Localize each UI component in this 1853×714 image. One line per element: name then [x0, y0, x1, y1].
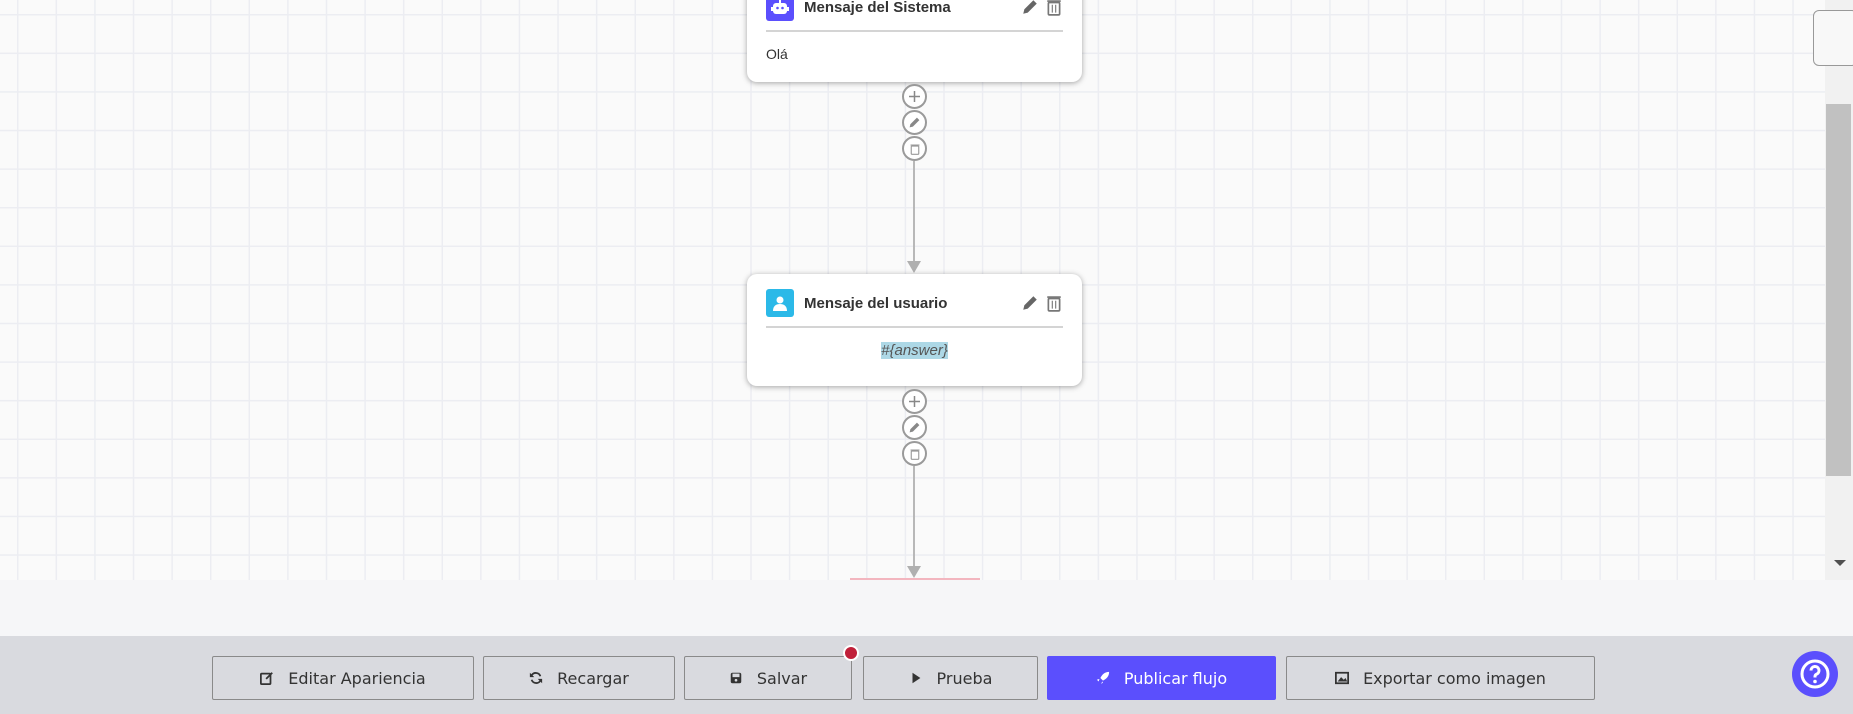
delete-connection-button[interactable] [902, 441, 927, 466]
minimap[interactable] [1813, 10, 1853, 66]
delete-connection-button[interactable] [902, 136, 927, 161]
trash-icon [910, 449, 919, 460]
save-button[interactable]: Salvar [684, 645, 859, 700]
button-label: Editar Apariencia [288, 668, 426, 688]
flow-canvas[interactable]: Mensaje del Sistema Olá Mensaje del usua… [0, 0, 1825, 580]
add-node-button[interactable] [902, 84, 927, 109]
pencil-icon [909, 117, 920, 128]
pencil-icon [909, 422, 920, 433]
refresh-icon [530, 672, 543, 684]
node-content-wrap: #{answer} [766, 342, 1063, 359]
node-user-message[interactable]: Mensaje del usuario #{answer} [747, 274, 1082, 386]
edit-appearance-button[interactable]: Editar Apariencia [212, 656, 474, 700]
connector-line [913, 161, 915, 261]
variable-answer: #{answer} [881, 342, 948, 359]
button-label: Recargar [557, 668, 629, 688]
bottom-toolbar: Editar Apariencia Recargar Salvar Prueba… [0, 636, 1853, 714]
robot-icon [766, 0, 794, 21]
image-icon [1335, 671, 1350, 685]
connector-arrow [907, 566, 921, 578]
test-button[interactable]: Prueba [863, 656, 1038, 700]
trash-icon [910, 144, 919, 155]
trash-icon[interactable] [1045, 294, 1063, 312]
node-title: Mensaje del Sistema [804, 0, 951, 16]
add-node-button[interactable] [902, 389, 927, 414]
connector-arrow [907, 261, 921, 273]
play-icon [912, 672, 920, 684]
save-icon [730, 672, 742, 684]
node-content: Olá [766, 46, 788, 62]
pencil-icon[interactable] [1021, 0, 1039, 16]
button-label: Salvar [756, 668, 808, 688]
connector-line [913, 466, 915, 566]
edit-connection-button[interactable] [902, 415, 927, 440]
reload-button[interactable]: Recargar [483, 656, 675, 700]
pencil-icon[interactable] [1021, 294, 1039, 312]
help-button[interactable] [1792, 651, 1838, 697]
trash-icon[interactable] [1045, 0, 1063, 16]
button-label: Exportar como imagen [1363, 668, 1546, 688]
node-header: Mensaje del Sistema [766, 0, 1063, 32]
rocket-icon [1096, 671, 1109, 685]
edit-connection-button[interactable] [902, 110, 927, 135]
node-title: Mensaje del usuario [804, 294, 948, 312]
next-node-edge [850, 578, 980, 580]
node-system-message[interactable]: Mensaje del Sistema Olá [747, 0, 1082, 82]
button-label: Publicar flujo [1123, 668, 1228, 688]
user-icon [766, 289, 794, 317]
scroll-down-arrow[interactable] [1834, 560, 1846, 566]
export-image-button[interactable]: Exportar como imagen [1286, 656, 1595, 700]
publish-flow-button[interactable]: Publicar flujo [1047, 656, 1276, 700]
edit-icon [260, 672, 274, 685]
node-header: Mensaje del usuario [766, 280, 1063, 328]
unsaved-changes-dot [843, 645, 859, 661]
button-label: Prueba [936, 668, 993, 688]
scrollbar-thumb[interactable] [1826, 104, 1851, 476]
vertical-scrollbar[interactable] [1825, 0, 1853, 580]
question-icon [1800, 659, 1830, 689]
